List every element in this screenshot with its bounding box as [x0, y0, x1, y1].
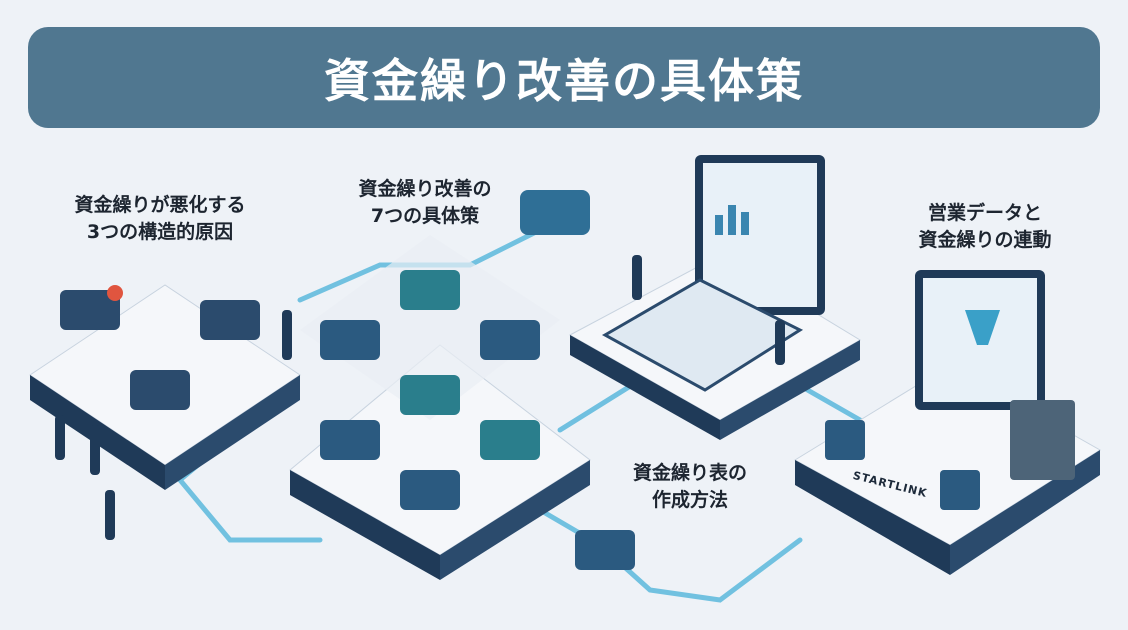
label-line: 資金繰りが悪化する [74, 194, 246, 216]
coins-icon [130, 370, 190, 410]
flow-path [557, 377, 643, 433]
cloud-shield-icon [320, 420, 380, 460]
label-line: 作成方法 [651, 489, 728, 511]
label-line: 資金繰り改善の [358, 178, 492, 200]
platform-sales [794, 270, 1101, 575]
label-causes: 資金繰りが悪化する 3つの構造的原因 [55, 192, 265, 246]
handshake-icon [480, 320, 540, 360]
people [55, 255, 785, 540]
icon-blocks [60, 190, 980, 570]
safe-icon [1010, 400, 1075, 480]
label-cashflow-table: 資金繰り表の 作成方法 [620, 460, 760, 514]
report-icon [825, 420, 865, 460]
gear-icon [575, 530, 635, 570]
building-icon [940, 470, 980, 510]
gear-growth-icon [400, 270, 460, 310]
alert-icon [107, 285, 123, 301]
wallet-icon [480, 420, 540, 460]
label-line: 3つの構造的原因 [86, 221, 234, 243]
clock-gear-icon [60, 290, 120, 330]
label-line: 資金繰り表の [632, 462, 747, 484]
label-measures: 資金繰り改善の 7つの具体策 [335, 176, 515, 230]
hourglass-icon [200, 300, 260, 340]
platform-measures [289, 235, 591, 580]
title-banner: 資金繰り改善の具体策 [28, 27, 1100, 128]
label-line: 7つの具体策 [370, 205, 480, 227]
label-line: 資金繰りの連動 [918, 229, 1052, 251]
label-sales-link: 営業データと 資金繰りの連動 [895, 200, 1075, 254]
chip-icon [400, 375, 460, 415]
label-line: 営業データと [927, 202, 1042, 224]
document-icon [320, 320, 380, 360]
network-icon [520, 190, 590, 235]
platform-dashboard [568, 155, 861, 440]
search-gear-icon [400, 470, 460, 510]
page-title: 資金繰り改善の具体策 [324, 53, 804, 108]
